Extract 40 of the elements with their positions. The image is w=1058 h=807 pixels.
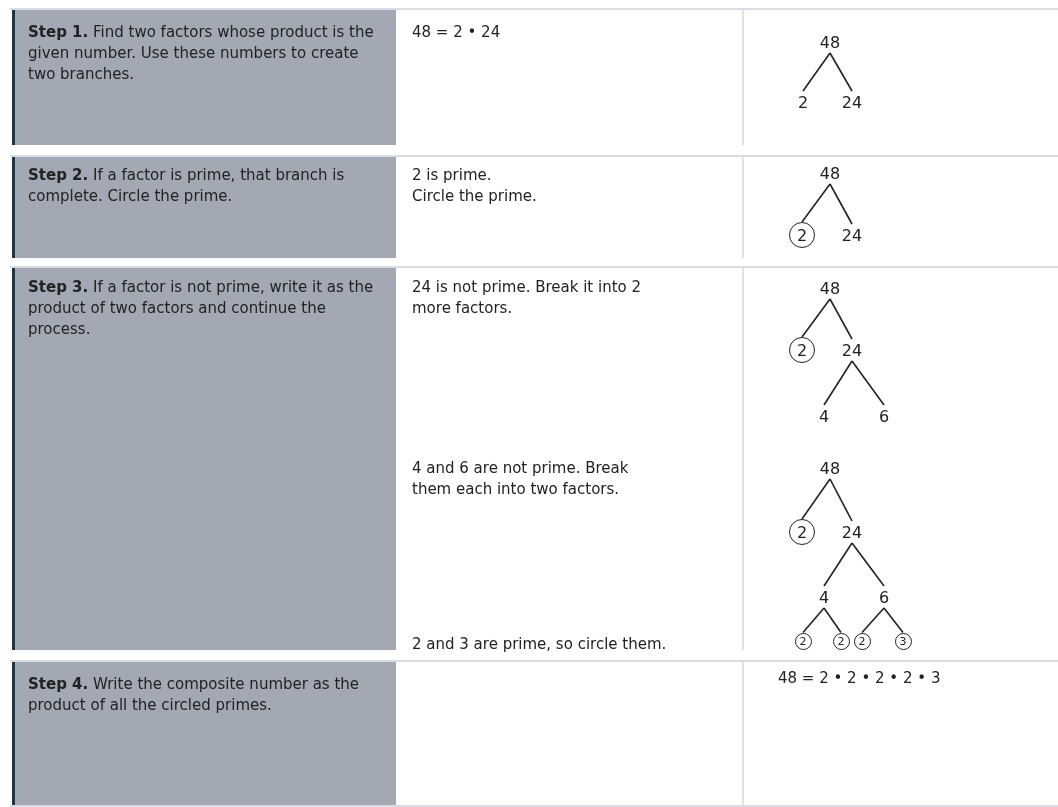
branch-line — [883, 607, 904, 634]
factor-number: 2 — [789, 91, 817, 113]
branch-line — [823, 542, 853, 587]
factor-number: 4 — [810, 405, 838, 427]
branch-line — [829, 478, 853, 522]
factor-number: 24 — [838, 91, 866, 113]
factor-number: 48 — [816, 277, 844, 299]
branch-line — [801, 478, 831, 520]
branch-line — [801, 298, 831, 338]
branch-line — [829, 183, 853, 225]
branch-line — [823, 607, 842, 634]
step-instruction: Step 2. If a factor is prime, that branch is complete. Circle the prime. — [28, 165, 346, 207]
branch-line — [823, 360, 853, 406]
factor-number: 4 — [810, 586, 838, 608]
factor-number: 6 — [870, 405, 898, 427]
branch-line — [829, 52, 853, 92]
explanation-text: 2 is prime. — [412, 165, 492, 186]
explanation-text: 24 is not prime. Break it into 2 more factors. — [412, 277, 642, 319]
equation: 48 = 2 • 2 • 2 • 2 • 3 — [778, 668, 941, 689]
step-instruction: Step 3. If a factor is not prime, write it as the product of two factors and continue the process. — [28, 277, 375, 340]
branch-line — [851, 542, 885, 587]
branch-line — [802, 52, 831, 92]
branch-line — [829, 298, 853, 340]
factor-number: 6 — [870, 586, 898, 608]
equation: 48 = 2 • 24 — [412, 22, 501, 43]
factor-number: 24 — [838, 339, 866, 361]
step-instruction: Step 1. Find two factors whose product is the given number. Use these numbers to create two branches. — [28, 22, 375, 85]
factor-number: 24 — [838, 224, 866, 246]
explanation-text: Circle the prime. — [412, 186, 537, 207]
explanation-text: 2 and 3 are prime, so circle them. — [412, 634, 667, 655]
branch-line — [861, 607, 885, 634]
factor-number: 48 — [816, 162, 844, 184]
factor-number: 24 — [838, 521, 866, 543]
branch-line — [851, 360, 885, 406]
branch-line — [802, 607, 825, 634]
step-instruction: Step 4. Write the composite number as the product of all the circled primes. — [28, 674, 361, 716]
factor-number: 48 — [816, 31, 844, 53]
factor-number: 48 — [816, 457, 844, 479]
explanation-text: 4 and 6 are not prime. Break them each into two factors. — [412, 458, 630, 500]
branch-line — [801, 183, 831, 223]
